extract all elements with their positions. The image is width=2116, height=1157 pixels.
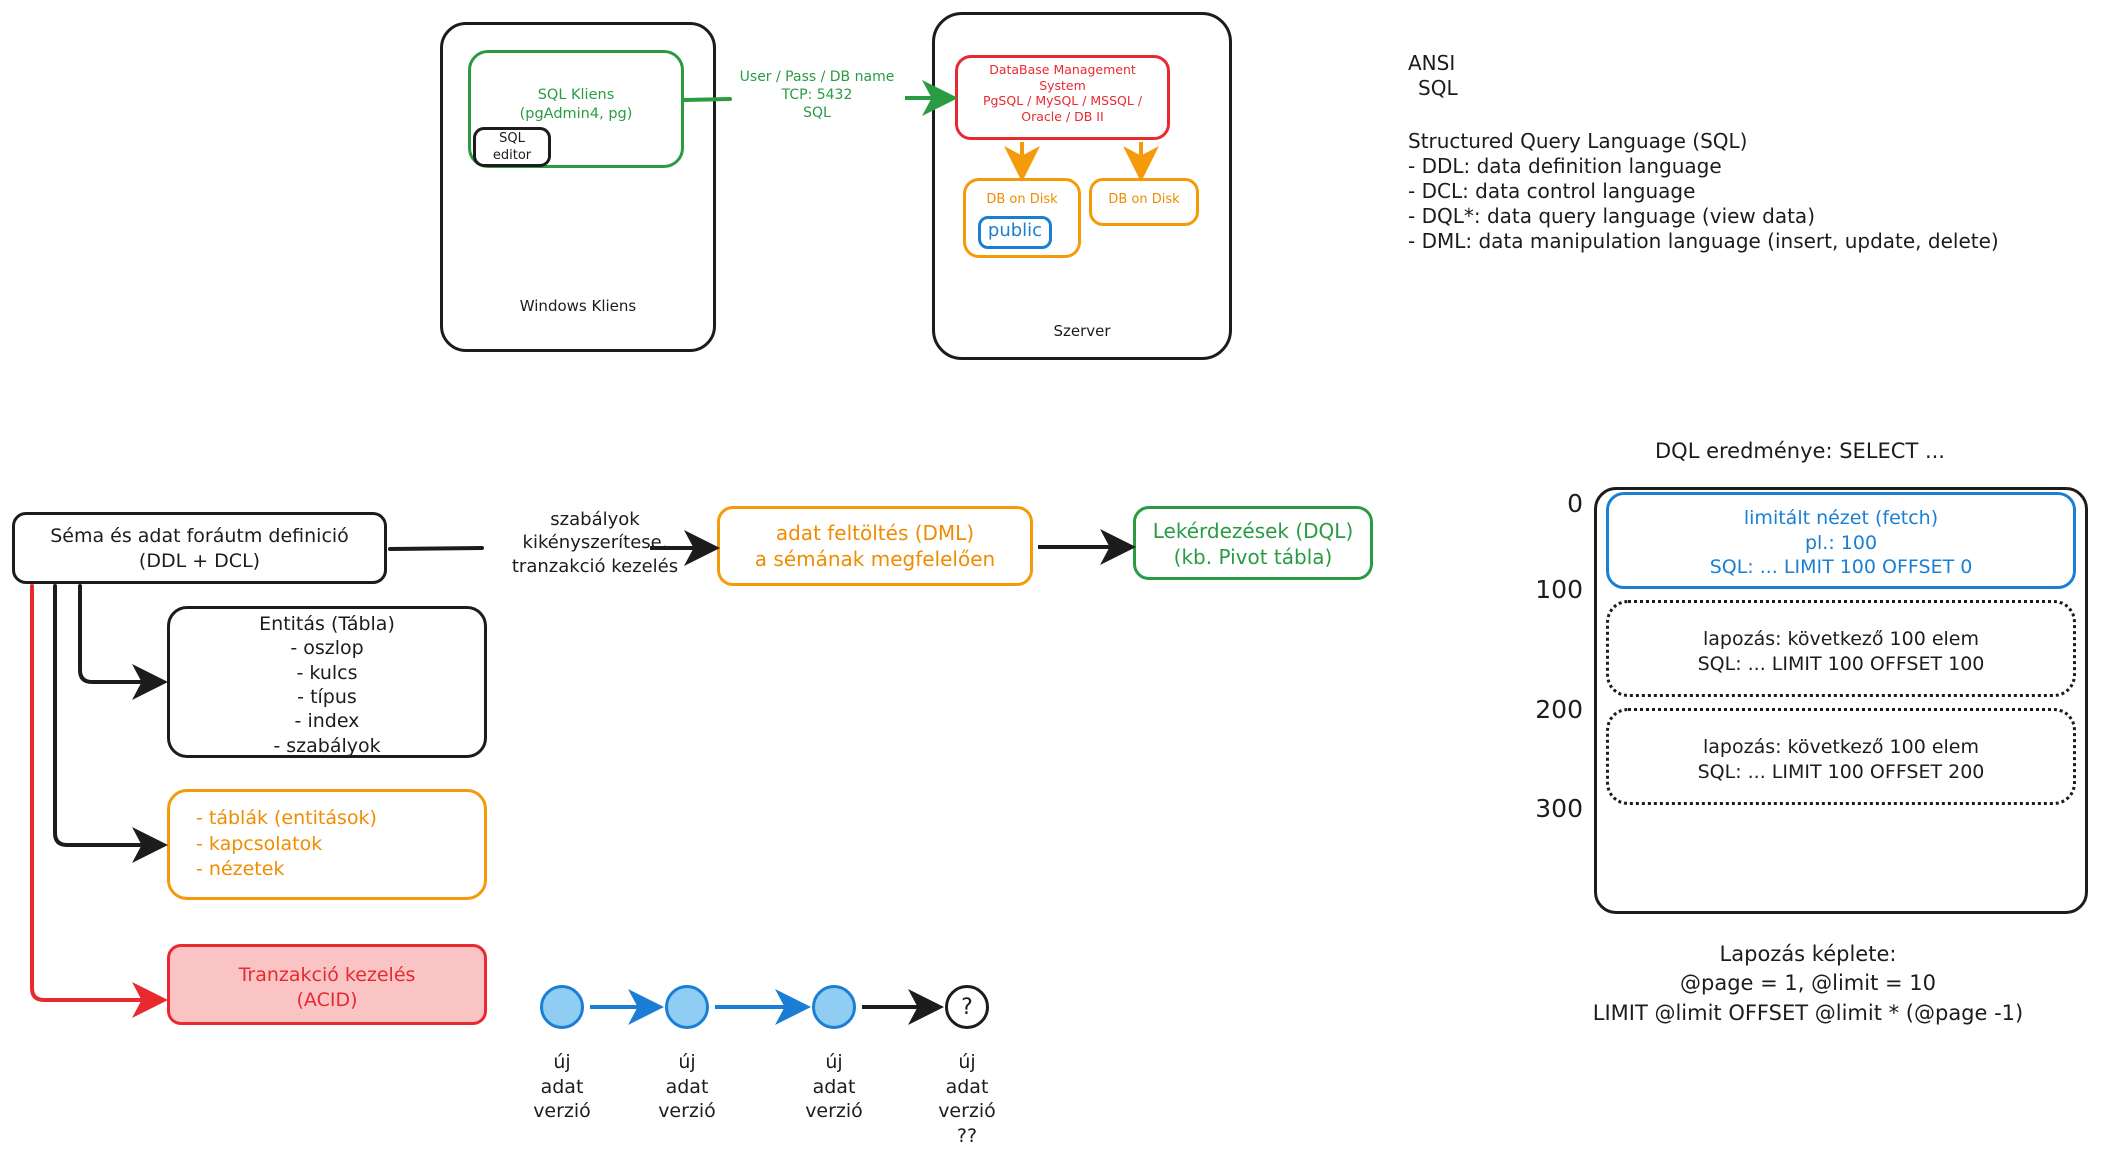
page-block-2-label: lapozás: következő 100 elem SQL: ... LIM…: [1697, 736, 1985, 783]
public-schema-box: [978, 216, 1052, 249]
ddl-to-entity-arrow: [78, 584, 168, 700]
rules-arrow-label: szabályok kikényszerítese, tranzakció ke…: [511, 509, 679, 577]
sql-notes-item-0: - DDL: data definition language: [1408, 154, 1722, 178]
connection-label: User / Pass / DB name TCP: 5432 SQL: [739, 69, 895, 122]
version-node-2-label: új adat verzió: [805, 1051, 863, 1123]
transaction-box: [167, 944, 487, 1025]
ddl-to-transaction-arrow: [30, 584, 168, 1018]
axis-tick-300: 300: [1535, 794, 1583, 823]
entity-label: Entitás (Tábla) - oszlop - kulcs - típus…: [259, 613, 395, 757]
version-node-unknown-label: új adat verzió ??: [938, 1051, 996, 1148]
version-node-1: [665, 985, 709, 1029]
ddl-to-objects-arrow: [53, 584, 168, 863]
pagination-title: DQL eredménye: SELECT ...: [1655, 439, 1945, 463]
axis-tick-100: 100: [1535, 575, 1583, 604]
dql-label: Lekérdezések (DQL) (kb. Pivot tábla): [1152, 519, 1354, 569]
result-set-box: [1594, 487, 2088, 914]
ddl-to-rules-line: [388, 546, 484, 551]
ddl-dcl-label: Séma és adat foráutm definició (DDL + DC…: [50, 525, 349, 572]
windows-client-box: [440, 22, 716, 352]
ddl-dcl-box: [12, 512, 387, 584]
sql-notes-item-3: - DML: data manipulation language (inser…: [1408, 229, 1999, 253]
public-schema-label: public: [987, 220, 1043, 241]
sql-editor-box: [473, 127, 551, 167]
transaction-label: Tranzakció kezelés (ACID): [238, 964, 416, 1011]
server-box: [932, 12, 1232, 360]
sql-client-box: [468, 50, 684, 168]
version-node-0: [540, 985, 584, 1029]
db-on-disk-1-label: DB on Disk: [986, 192, 1058, 207]
page-block-2: [1606, 708, 2076, 805]
page-block-0: [1606, 492, 2076, 589]
sql-notes-item-2: - DQL*: data query language (view data): [1408, 204, 1815, 228]
windows-client-label: Windows Kliens: [519, 297, 637, 315]
version-node-1-label: új adat verzió: [658, 1051, 716, 1123]
objects-label: - táblák (entitások) - kapcsolatok - néz…: [196, 807, 377, 881]
pagination-formula: Lapozás képlete: @page = 1, @limit = 10 …: [1592, 942, 2024, 1025]
version-node-unknown: ?: [945, 985, 989, 1029]
question-mark-icon: ?: [961, 994, 973, 1020]
sql-client-label: SQL Kliens (pgAdmin4, pg): [519, 87, 633, 122]
entity-box: [167, 606, 487, 758]
server-label: Szerver: [1053, 322, 1111, 340]
page-block-1-label: lapozás: következő 100 elem SQL: ... LIM…: [1697, 628, 1985, 675]
version-node-0-label: új adat verzió: [533, 1051, 591, 1123]
dbms-label: DataBase Management System PgSQL / MySQL…: [982, 62, 1143, 124]
objects-box: [167, 789, 487, 900]
axis-tick-200: 200: [1535, 695, 1583, 724]
dml-label: adat feltöltés (DML) a sémának megfelelő…: [754, 521, 996, 571]
ansi-heading-line1: ANSI: [1408, 51, 1456, 75]
ansi-heading-line2: SQL: [1418, 76, 1458, 100]
axis-tick-0: 0: [1567, 489, 1583, 518]
sql-editor-label: SQL editor: [492, 131, 532, 163]
sql-notes-title: Structured Query Language (SQL): [1408, 129, 1748, 153]
db-on-disk-2-label: DB on Disk: [1108, 192, 1180, 207]
sql-notes-item-1: - DCL: data control language: [1408, 179, 1696, 203]
version-node-2: [812, 985, 856, 1029]
page-block-1: [1606, 600, 2076, 697]
page-block-0-label: limitált nézet (fetch) pl.: 100 SQL: ...…: [1709, 507, 1973, 579]
